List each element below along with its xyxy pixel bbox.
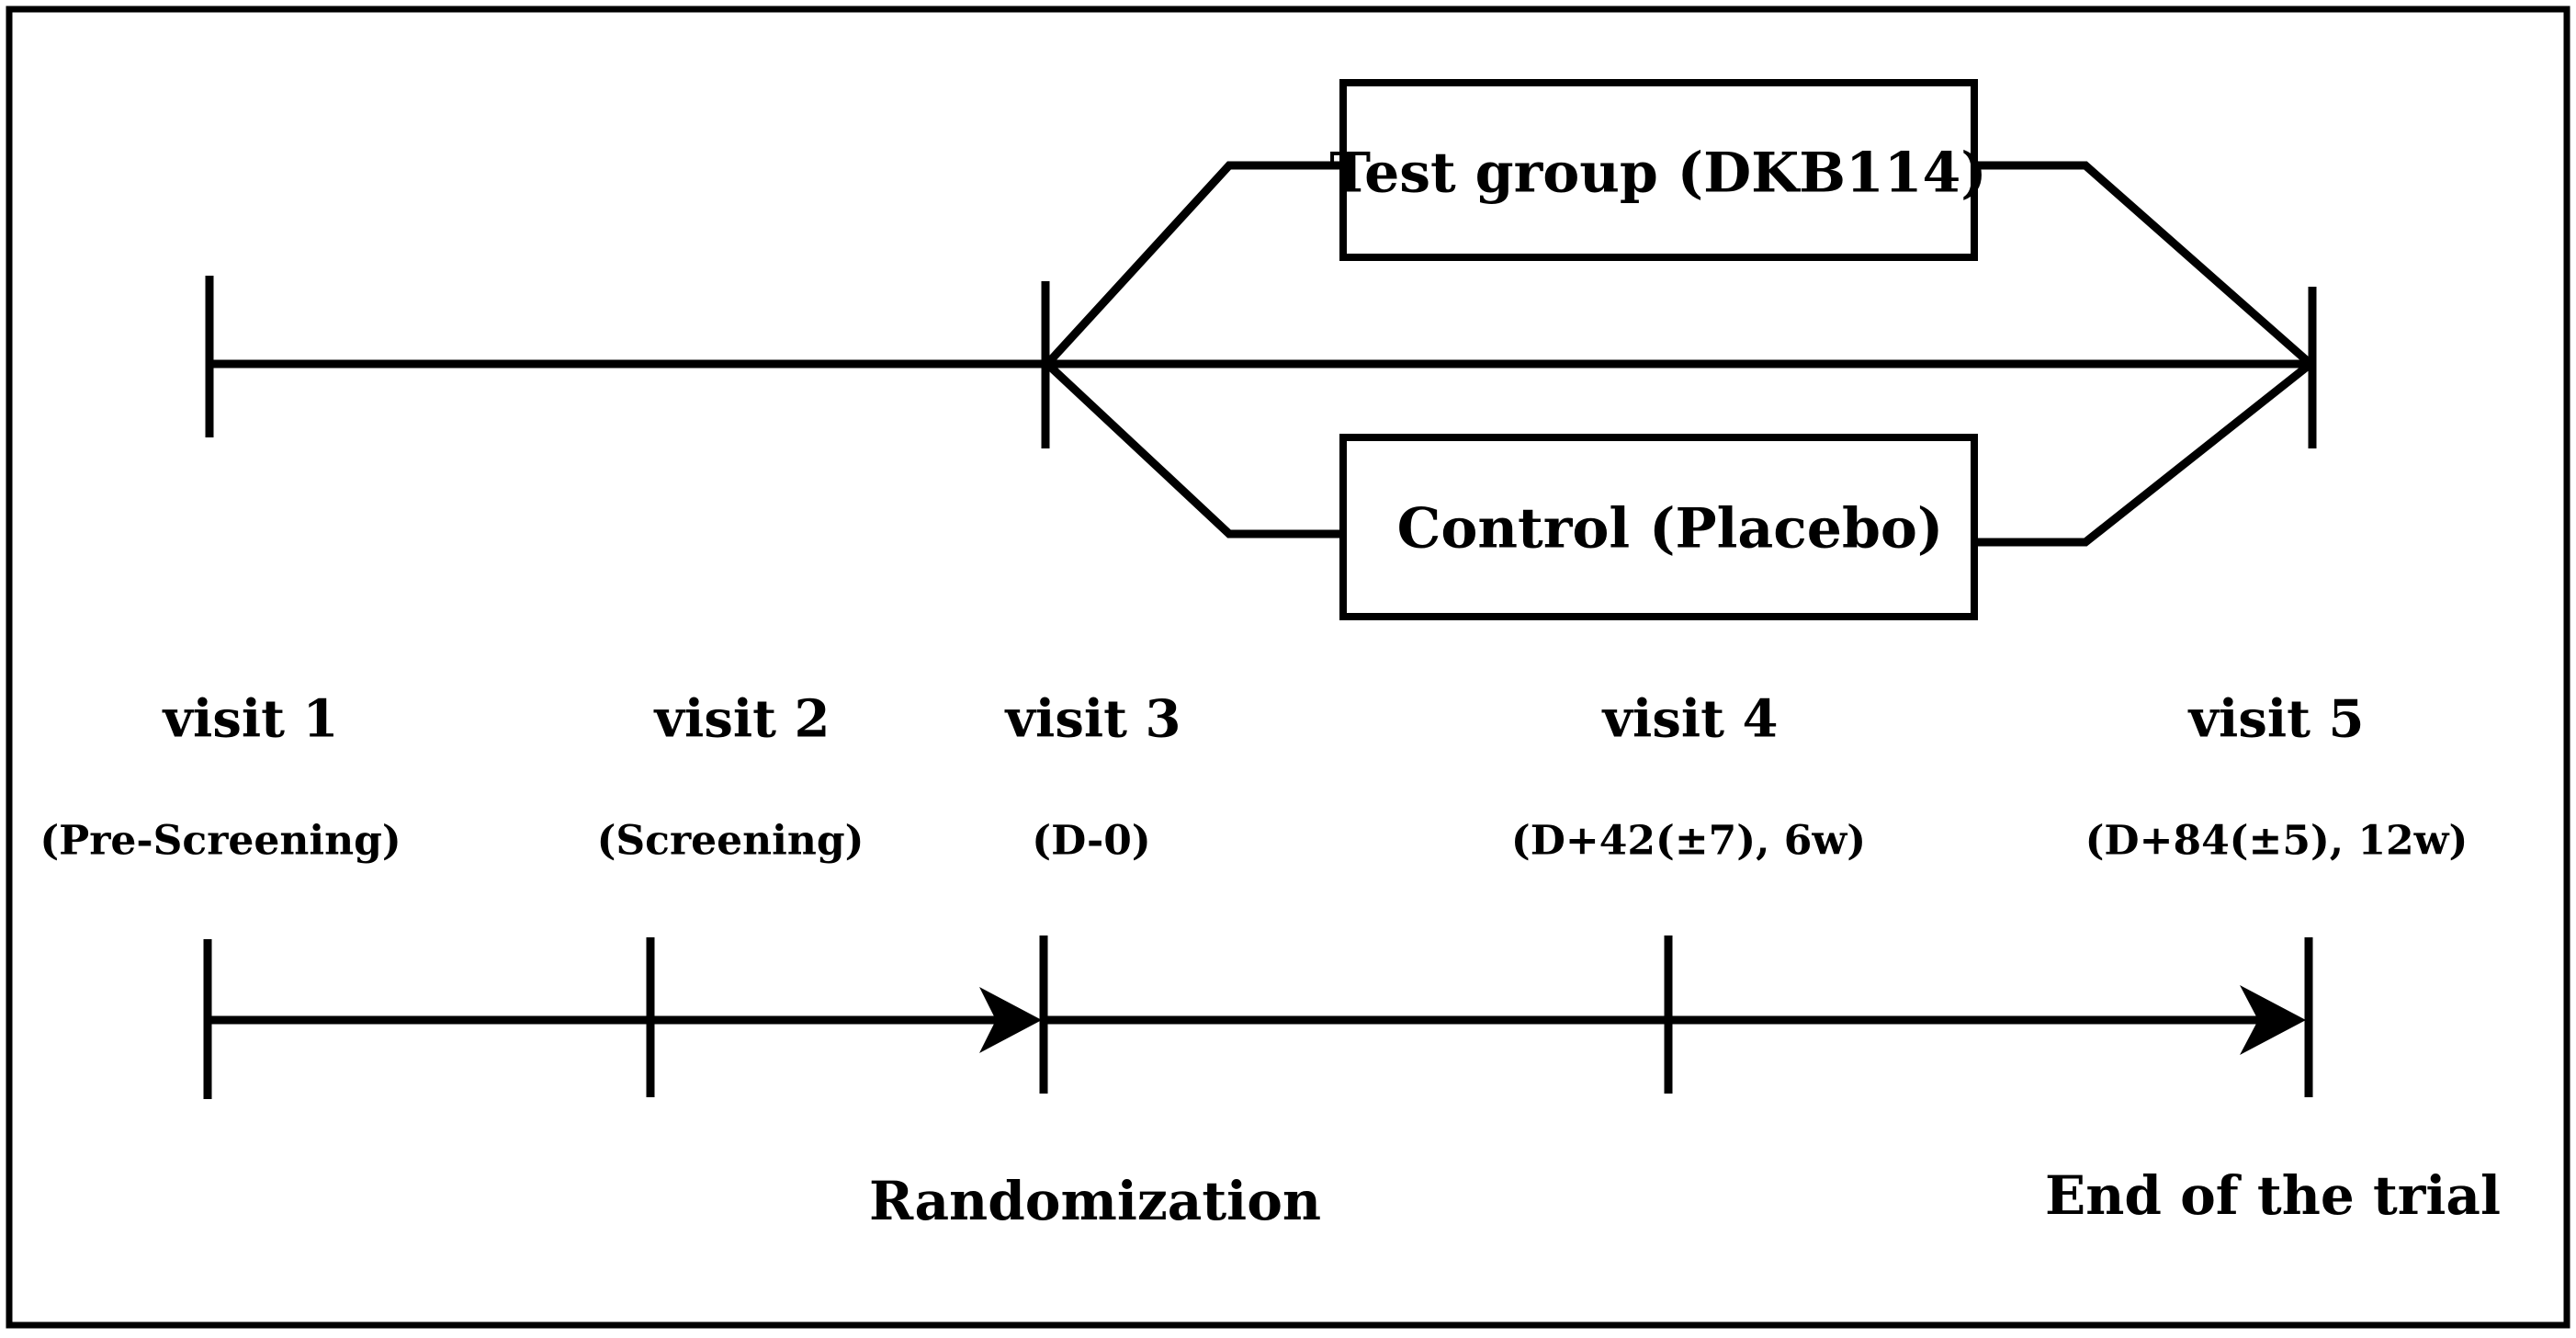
test-branch-in [1044, 161, 1343, 368]
control-group-label: Control (Placebo) [1397, 497, 1944, 561]
test-group-box [1339, 79, 1978, 261]
control-branch-out [1974, 360, 2313, 547]
visit-1-label: visit 1 [162, 689, 339, 750]
test-group-label: Test group (DKB114) [1329, 142, 1986, 206]
test-branch-out [1974, 161, 2313, 368]
randomization-label: Randomization [869, 1170, 1321, 1232]
visit-5-detail: (D+84(±5), 12w) [2085, 818, 2469, 865]
allocation-diagram [205, 79, 2317, 620]
visit-5-label: visit 5 [2187, 689, 2365, 750]
visit-3-detail: (D-0) [1032, 818, 1151, 865]
visit-3-label: visit 3 [1004, 689, 1181, 750]
visit-4-detail: (D+42(±7), 6w) [1511, 818, 1866, 865]
arrowhead-randomization [979, 987, 1042, 1053]
control-branch-in [1044, 360, 1343, 539]
control-group-box [1339, 434, 1978, 620]
visit-2-detail: (Screening) [597, 818, 864, 865]
outer-frame [6, 6, 2570, 1329]
visit-1-detail: (Pre-Screening) [40, 818, 401, 865]
visit-2-label: visit 2 [653, 689, 830, 750]
visit-4-label: visit 4 [1601, 689, 1779, 750]
arrowhead-end [2240, 985, 2306, 1055]
visit-timeline [203, 935, 2313, 1099]
end-of-trial-label: End of the trial [2045, 1164, 2501, 1227]
